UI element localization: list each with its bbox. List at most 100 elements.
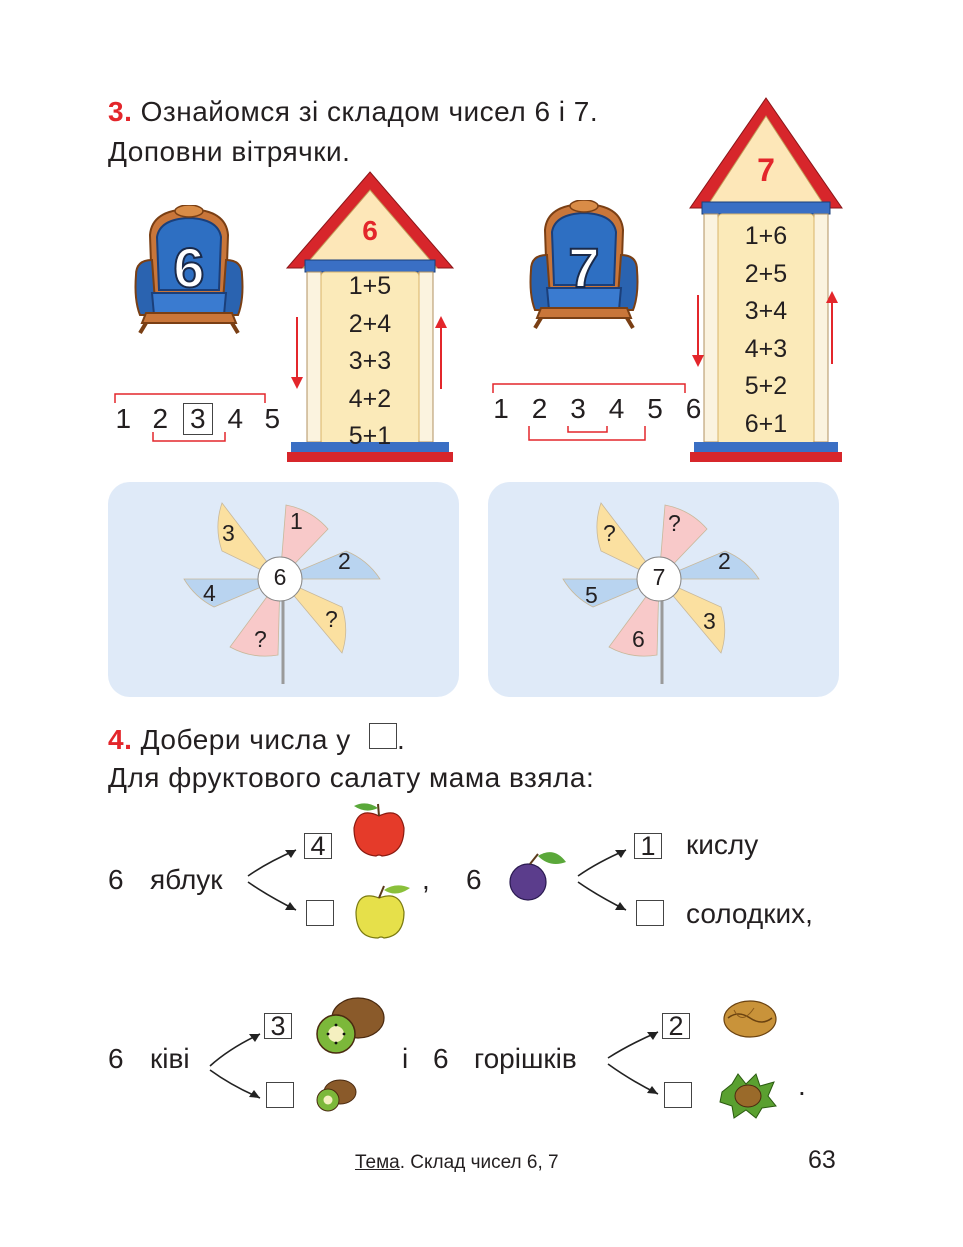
pinwheel-6 [183,502,381,684]
house-6-eq: 3+3 [348,347,392,375]
house-7-eq: 6+1 [744,409,788,438]
pinwheel-6-petal: 4 [203,580,216,606]
yellow-apple-icon [355,885,410,939]
pinwheel-6-petal: ? [325,606,338,632]
number-house-6 [285,171,455,462]
house-6-eq: 1+5 [348,272,392,300]
nuts-end: . [798,1070,806,1101]
ex3-number: 3. [108,96,133,127]
chair-6-number: 6 [172,236,205,299]
kiwi-count: 6 [108,1043,124,1074]
ex3-line1: Ознайомся зі складом чисел 6 і 7. [140,96,599,127]
pinwheel-7 [562,502,760,684]
nuts-count: 6 [433,1043,449,1074]
pinwheel-6-petal: 2 [338,548,351,574]
row7-number: 3 [570,393,587,424]
row6-number: 1 [115,403,132,434]
row7-number: 1 [493,393,510,424]
page-number: 63 [808,1146,836,1174]
hazelnut-icon [719,1073,777,1119]
apples-separator: , [422,864,430,895]
kiwi-separator: і [402,1043,409,1074]
apples-word: яблук [150,864,223,895]
row6-number: 4 [227,403,244,434]
house-7-eq: 3+4 [744,297,788,325]
row7-number: 6 [685,393,702,424]
pinwheel-7-petal: 5 [585,582,598,608]
pinwheel-6-petal: 1 [290,508,303,534]
footer-topic-label: Тема [355,1152,400,1173]
house-6-eq: 2+4 [348,309,392,338]
plums-bottom-word: солодких, [686,898,813,929]
ex4-title: 4. Добери числа у . [108,723,405,756]
split-arrows [607,1031,659,1095]
ex4-line2: Для фруктового салату мама взяла: [108,762,595,793]
ex4-line1b: . [396,724,406,755]
ex3-title: 3. Ознайомся зі складом чисел 6 і 7. [108,96,598,128]
walnut-icon [723,1000,777,1038]
pair-brackets-7 [492,383,686,441]
kiwi-top-box[interactable]: 3 [264,1013,292,1040]
row7-number: 2 [531,393,548,424]
pinwheel-7-petal: 2 [718,548,731,574]
pinwheel-6-center: 6 [273,564,287,590]
kiwi-half-icon [316,1079,357,1112]
row6-number: 5 [264,403,281,434]
pinwheel-7-petal: ? [603,520,616,546]
red-apple-icon [353,803,405,857]
arrow-down-icon [692,295,704,367]
number-house-7 [689,97,843,462]
house-6-eq: 5+1 [348,422,392,450]
ex4-line1a: Добери числа у [140,724,351,755]
house-7-eq: 5+2 [744,372,788,400]
split-arrows [577,849,627,911]
row6-number: 2 [152,403,169,434]
kiwi-bottom-box[interactable] [266,1082,294,1108]
nuts-top-box[interactable]: 2 [662,1013,690,1040]
nuts-bottom-box[interactable] [664,1082,692,1108]
plum-icon [509,852,566,901]
arrow-up-icon [826,291,838,364]
arrow-up-icon [435,316,447,389]
footer-topic: Тема. Склад чисел 6, 7 [355,1152,559,1174]
pair-brackets-6 [114,393,266,442]
apples-count: 6 [108,864,124,895]
arrow-down-icon [291,317,303,389]
pinwheel-7-petal: ? [668,510,681,536]
house-6-roof-number: 6 [362,215,378,246]
kiwi-word: ківі [150,1043,190,1074]
pinwheel-7-center: 7 [652,564,666,590]
footer-topic-text: . Склад чисел 6, 7 [399,1152,559,1173]
house-7-eq: 1+6 [744,222,788,250]
armchair-6-icon [134,205,244,335]
house-7-roof-number: 7 [757,152,775,188]
house-7-eq: 2+5 [744,259,788,288]
apples-bottom-box[interactable] [306,900,334,926]
ex4-number: 4. [108,724,133,755]
plums-bottom-box[interactable] [636,900,664,926]
pinwheel-6-petal: ? [254,626,267,652]
split-arrows [247,849,297,911]
pinwheel-7-petal: 6 [632,626,645,652]
kiwi-fruit-icon [316,997,385,1054]
house-7-equations: 1+6 2+5 3+4 4+3 5+2 6+1 [718,218,814,443]
row6-middle-boxed-number: 3 [183,403,213,435]
pinwheel-7-petal: 3 [703,608,716,634]
chair-7-number: 7 [567,236,600,299]
armchair-7-icon [529,200,639,330]
plums-top-word: кислу [686,829,759,860]
split-arrows [209,1033,261,1099]
row7-number: 4 [608,393,625,424]
house-7-eq: 4+3 [744,334,788,363]
house-6-eq: 4+2 [348,384,392,413]
plums-count: 6 [466,864,482,895]
pinwheel-6-petal: 3 [222,520,235,546]
apples-top-box[interactable]: 4 [304,833,332,860]
row7-number: 5 [647,393,664,424]
plums-top-box[interactable]: 1 [634,833,662,860]
nuts-word: горішків [474,1043,577,1074]
ex3-line2: Доповни вітрячки. [108,136,351,167]
empty-box-icon [368,723,397,749]
